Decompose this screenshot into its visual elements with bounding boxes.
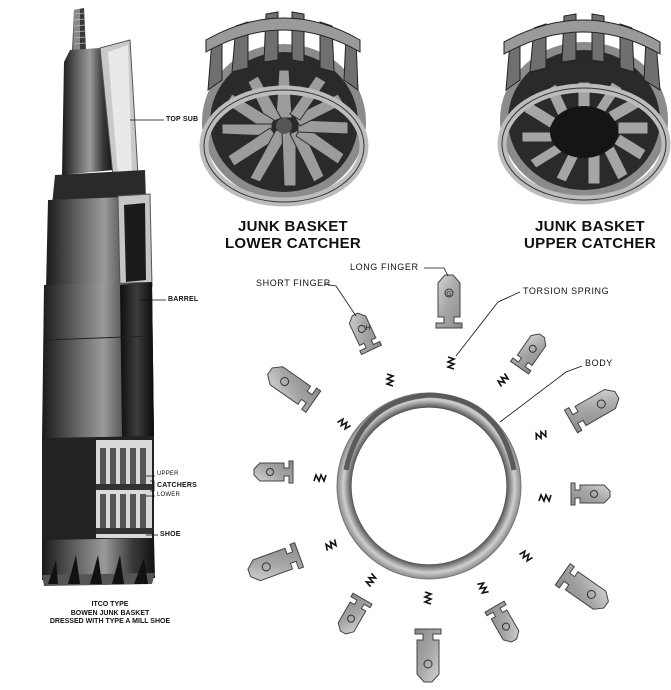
label-shoe: SHOE xyxy=(160,531,181,538)
lower-catcher-title-line2: LOWER CATCHER xyxy=(224,235,362,252)
label-lower: LOWER xyxy=(157,492,181,498)
label-body: BODY xyxy=(585,358,613,368)
label-barrel: BARREL xyxy=(168,296,199,303)
lower-catcher-basket xyxy=(199,11,369,207)
lower-catcher-title: JUNK BASKET LOWER CATCHER xyxy=(218,218,368,252)
upper-catcher-title: JUNK BASKET UPPER CATCHER xyxy=(515,218,665,252)
lower-catcher-title-line1: JUNK BASKET xyxy=(238,218,348,235)
finger-letter-long: G xyxy=(446,291,451,298)
tool-caption: ITCO TYPE BOWEN JUNK BASKET DRESSED WITH… xyxy=(40,601,180,627)
label-top-sub: TOP SUB xyxy=(166,116,199,123)
label-catchers: CATCHERS xyxy=(157,482,197,489)
tool-caption-line3: DRESSED WITH TYPE A MILL SHOE xyxy=(49,618,171,625)
label-long-finger: LONG FINGER xyxy=(350,262,419,272)
label-torsion-spring: TORSION SPRING xyxy=(523,286,610,296)
finger-letter-short: H xyxy=(365,325,370,332)
label-short-finger: SHORT FINGER xyxy=(256,278,331,288)
tool-caption-line2: BOWEN JUNK BASKET xyxy=(70,609,150,617)
label-upper: UPPER xyxy=(157,471,179,477)
tool-caption-line1: ITCO TYPE xyxy=(91,601,129,608)
exploded-catcher: G H xyxy=(244,267,624,683)
junk-basket-tool xyxy=(42,8,166,586)
upper-catcher-title-line1: JUNK BASKET xyxy=(535,218,645,235)
upper-catcher-basket xyxy=(497,13,671,205)
upper-catcher-title-line2: UPPER CATCHER xyxy=(524,235,656,252)
